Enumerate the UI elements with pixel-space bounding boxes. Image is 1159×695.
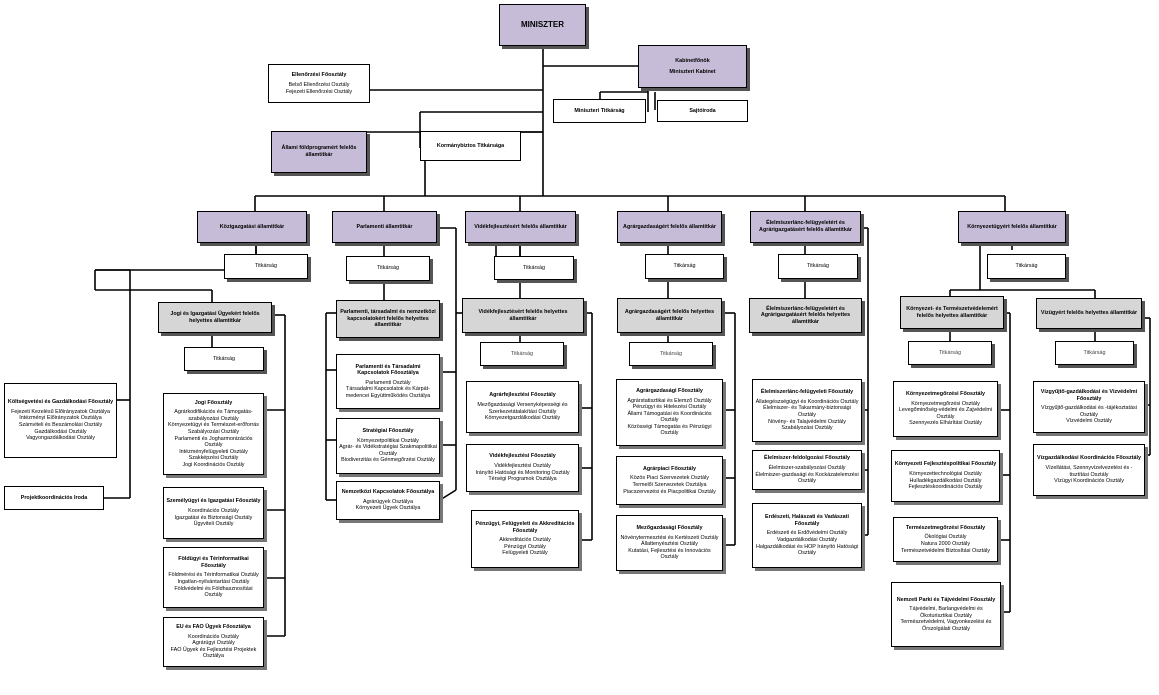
col4-mezogazdasagi-box[interactable]: Mezőgazdasági Főosztály Növénytermesztés… [616, 515, 723, 571]
col1-jogi-box[interactable]: Jogi Főosztály Agrárkodifikációs és Támo… [163, 393, 264, 475]
col4-deputy-titkarsag-box[interactable]: Titkárság [629, 342, 713, 366]
koltsegvetesi-box[interactable]: Költségvetési és Gazdálkodási Főosztály … [4, 383, 117, 458]
foldprogram-box[interactable]: Állami földprogramért felelős államtitká… [271, 131, 367, 173]
col3-penzugyi-box[interactable]: Pénzügyi, Felügyeleti és Akkreditációs F… [471, 510, 579, 568]
col6-termeszetmegorzesi-box[interactable]: Természetmegőrzési Főosztály Ökológiai O… [893, 517, 998, 562]
col6-deputy-a-box[interactable]: Környezet- és Természetvédelemért felelő… [900, 296, 1004, 329]
col4-state-box[interactable]: Agrárgazdaságért felelős államtitkár [617, 211, 722, 243]
col1-szemelyugyi-box[interactable]: Személyügyi és Igazgatási Főosztály Koor… [163, 487, 264, 539]
ellenorzesi-box[interactable]: Ellenőrzési Főosztály Belső Ellenőrzési … [268, 64, 370, 103]
miniszteri-titkarsag-box[interactable]: Miniszteri Titkárság [553, 99, 646, 123]
col5-erdeszeti-box[interactable]: Erdészeti, Halászati és Vadászati Főoszt… [752, 503, 862, 568]
col4-agrargazdasagi-box[interactable]: Agrárgazdasági Főosztály Agrárstatisztik… [616, 379, 723, 446]
col5-deputy-box[interactable]: Élelmiszerlánc-felügyeletért és Agráriga… [749, 298, 862, 333]
projektkoordinacios-box[interactable]: Projektkoordinációs Iroda [4, 486, 104, 510]
col1-eu-fao-box[interactable]: EU és FAO Ügyek Főosztálya Koordinációs … [163, 617, 264, 667]
col2-state-box[interactable]: Parlamenti államtitkár [332, 211, 437, 243]
col6-fejlesztespolitikai-box[interactable]: Környezeti Fejlesztéspolitikai Főosztály… [891, 450, 1000, 502]
col1-foldugyi-box[interactable]: Földügyi és Térinformatikai Főosztály Fö… [163, 547, 264, 608]
col4-deputy-box[interactable]: Agrárgazdaságért felelős helyettes állam… [617, 298, 722, 333]
col3-agrarfejlesztesi-box[interactable]: Agrárfejlesztési Főosztály Mezőgazdasági… [466, 381, 579, 433]
col6-deputy-a-titkarsag-box[interactable]: Titkárság [908, 341, 992, 365]
col5-feldolgozasi-box[interactable]: Élelmiszer-feldolgozási Főosztály Élelmi… [752, 450, 862, 490]
minister-box[interactable]: MINISZTER [499, 4, 586, 46]
col6-vizgyujto-box[interactable]: Vízgyűjtő-gazdálkodási és Vízvédelmi Főo… [1033, 381, 1145, 433]
col2-deputy-box[interactable]: Parlamenti, társadalmi és nemzetközi kap… [336, 300, 440, 338]
col6-titkarsag-box[interactable]: Titkárság [987, 254, 1066, 279]
col1-titkarsag-box[interactable]: Titkárság [224, 254, 308, 279]
sajtoiroda-box[interactable]: Sajtóiroda [657, 100, 748, 122]
col6-kornyezetmegorzesi-box[interactable]: Környezetmegőrzési Főosztály Környezetme… [893, 381, 998, 437]
col1-deputy-box[interactable]: Jogi és Igazgatási Ügyekért felelős hely… [158, 302, 272, 333]
col6-state-box[interactable]: Környezetügyért felelős államtitkár [958, 211, 1066, 243]
col5-state-box[interactable]: Élelmiszerlánc-felügyeletért és Agráriga… [750, 211, 861, 243]
col3-videkfejlesztesi-box[interactable]: Vidékfejlesztési Főosztály Vidékfejleszt… [466, 444, 579, 492]
col3-deputy-box[interactable]: Vidékfejlesztésért felelős helyettes áll… [462, 298, 584, 333]
col3-titkarsag-box[interactable]: Titkárság [494, 256, 574, 280]
col6-deputy-b-titkarsag-box[interactable]: Titkárság [1055, 341, 1134, 365]
col6-vizgazdalkodasi-box[interactable]: Vízgazdálkodási Koordinációs Főosztály V… [1033, 444, 1145, 496]
col6-deputy-b-box[interactable]: Vízügyért felelős helyettes államtitkár [1036, 298, 1142, 329]
col3-deputy-titkarsag-box[interactable]: Titkárság [480, 342, 564, 366]
col5-titkarsag-box[interactable]: Titkárság [778, 254, 858, 279]
col2-titkarsag-box[interactable]: Titkárság [346, 256, 430, 281]
col3-state-box[interactable]: Vidékfejlesztésért felelős államtitkár [465, 211, 576, 243]
col6-nemzeti-parki-box[interactable]: Nemzeti Parki és Tájvédelmi Főosztály Tá… [891, 582, 1001, 647]
col1-deputy-titkarsag-box[interactable]: Titkárság [184, 347, 264, 371]
col2-strategiai-box[interactable]: Stratégiai Főosztály Környezetpolitikai … [336, 418, 440, 474]
col4-agrarpiaci-box[interactable]: Agrárpiaci Főosztály Közös Piaci Szervez… [616, 456, 723, 505]
col4-titkarsag-box[interactable]: Titkárság [645, 254, 724, 279]
col1-state-box[interactable]: Közigazgatási államtitkár [197, 211, 307, 243]
col5-elelmiszerlanc-box[interactable]: Élelmiszerlánc-felügyeleti Főosztály Áll… [752, 379, 862, 442]
col2-nemzetkozi-box[interactable]: Nemzetközi Kapcsolatok Főosztálya Agrárü… [336, 481, 440, 520]
kabinet-box[interactable]: Kabinetfőnök Miniszteri Kabinet [638, 45, 747, 88]
kormanybiztos-box[interactable]: Kormánybiztos Titkársága [420, 131, 521, 161]
col2-parlamenti-box[interactable]: Parlamenti és Társadalmi Kapcsolatok Főo… [336, 354, 440, 409]
